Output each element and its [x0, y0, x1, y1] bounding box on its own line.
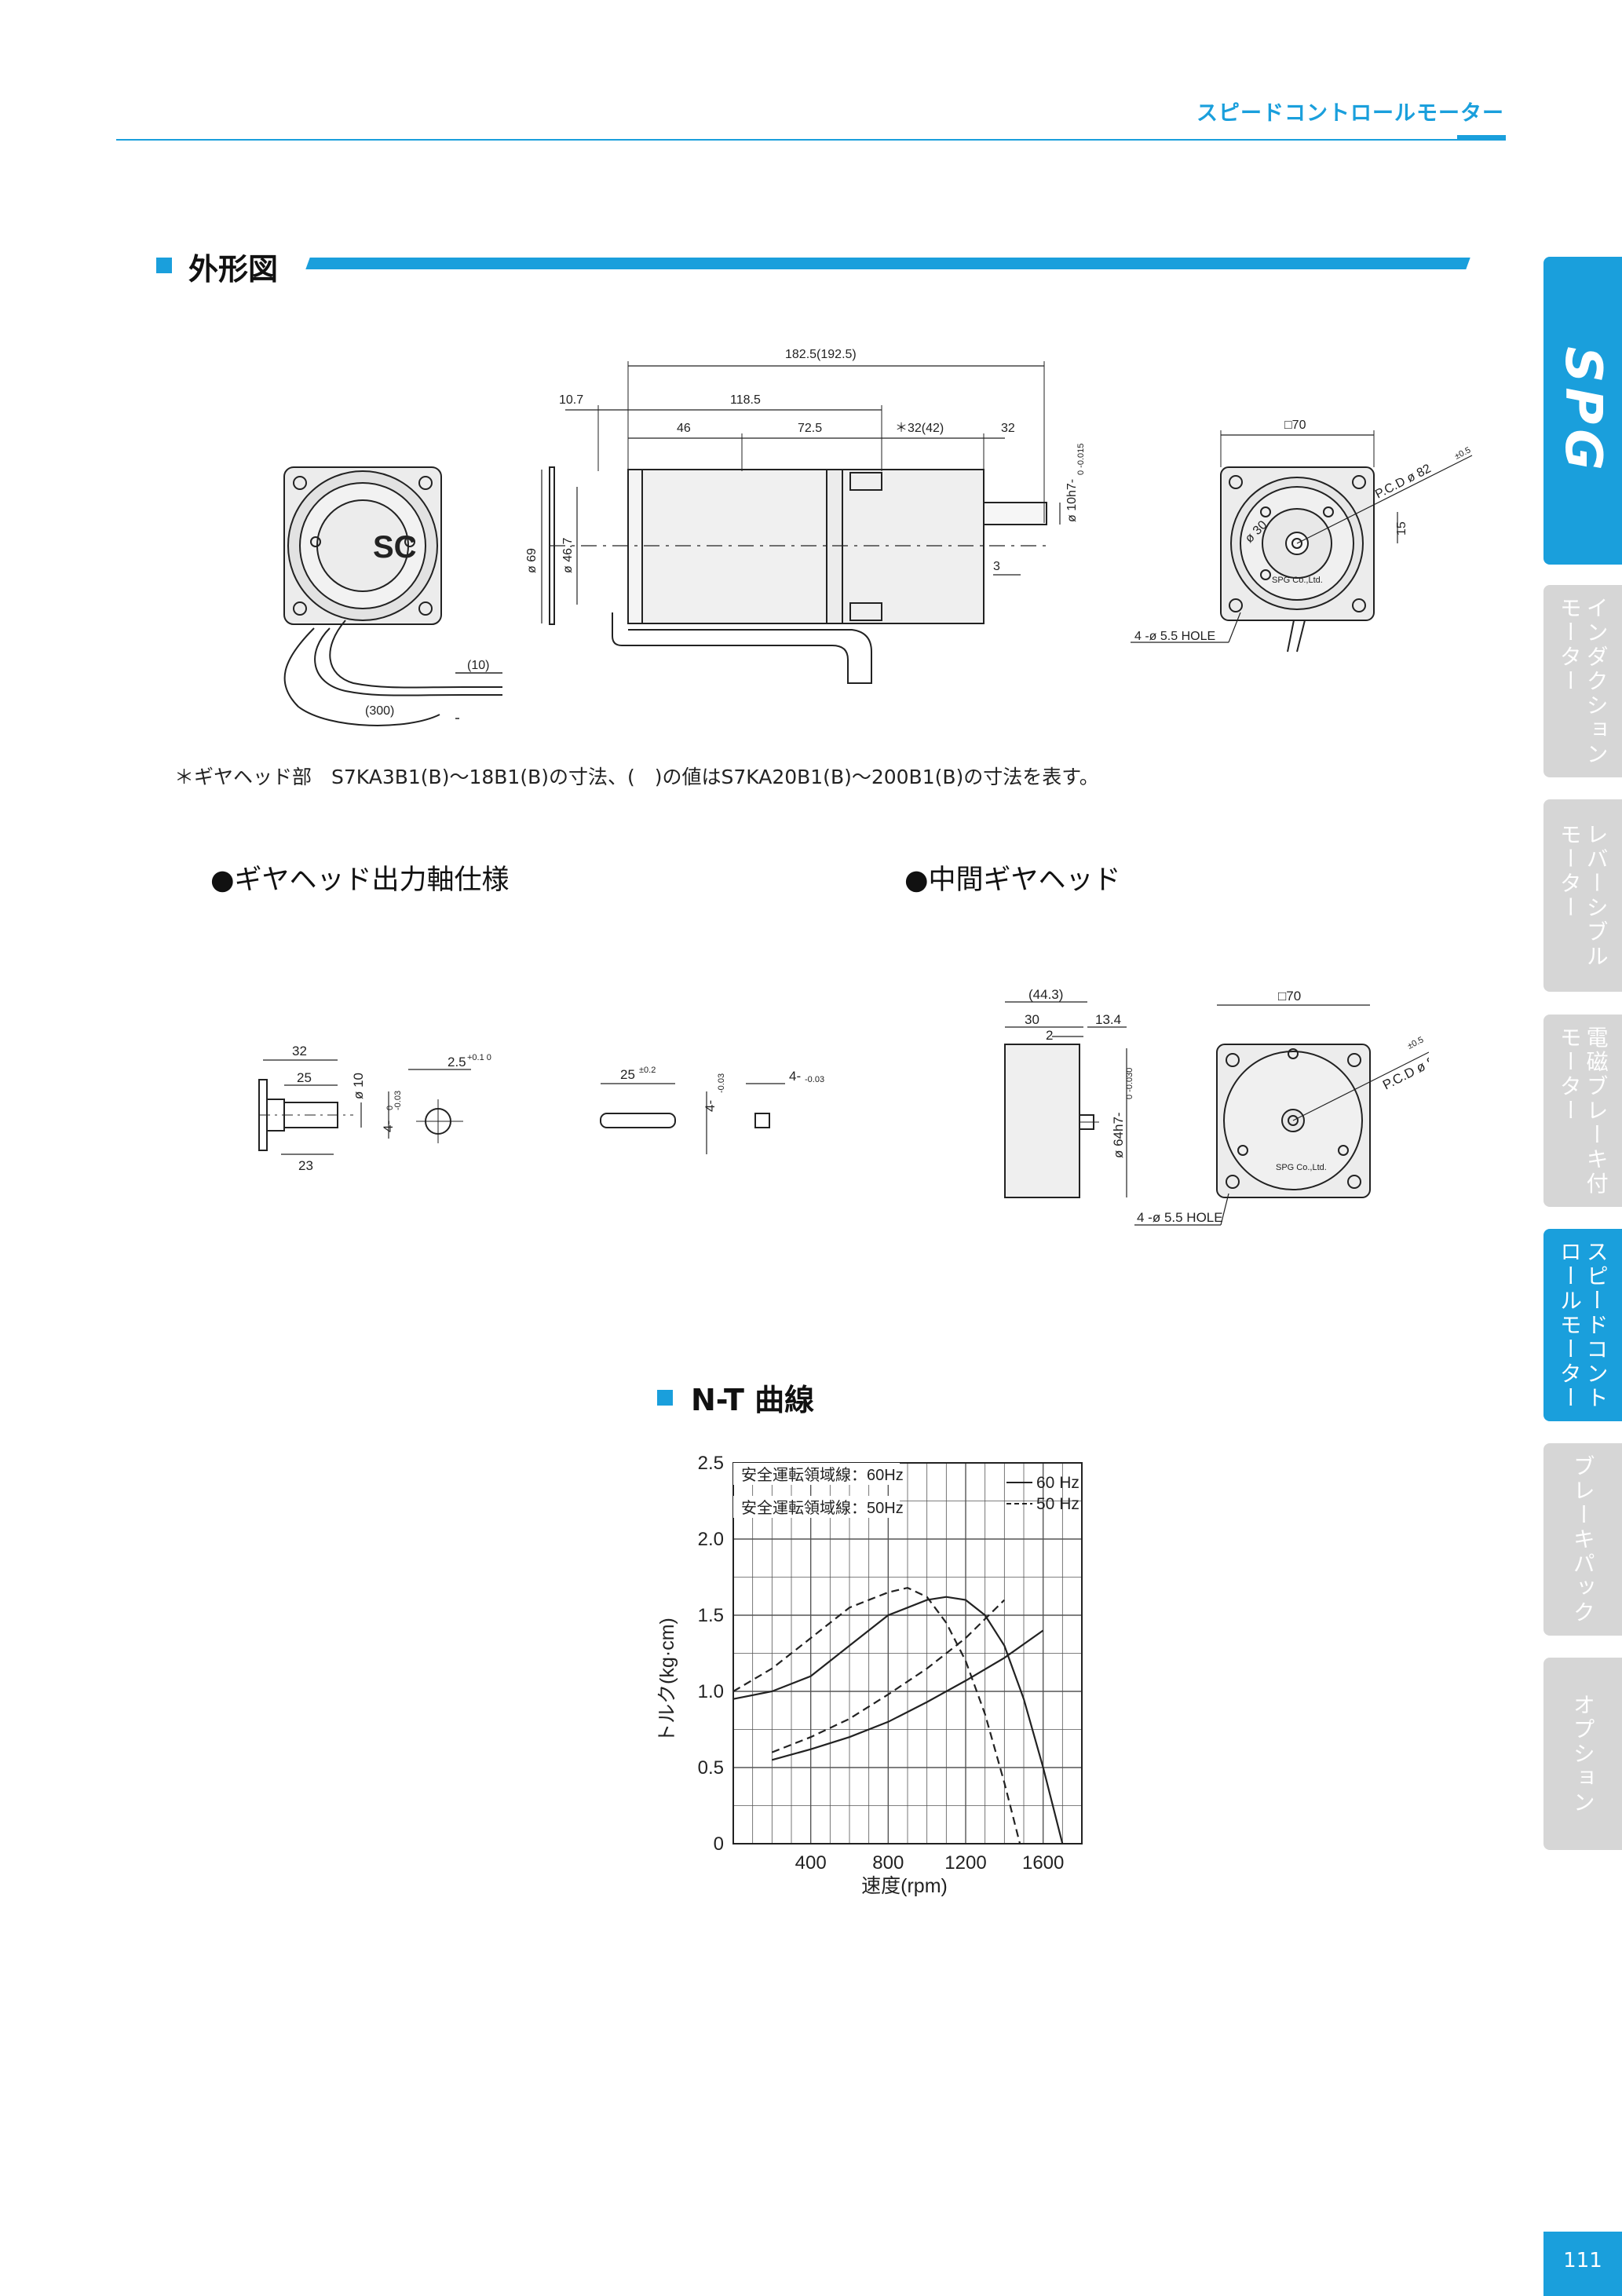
dim-46: 46 [677, 422, 691, 435]
page-number: 111 [1543, 2232, 1622, 2296]
section-bar [305, 258, 1470, 269]
y-tick-label: 0 [714, 1834, 724, 1855]
header-rule [116, 139, 1506, 141]
x-tick-label: 1600 [1022, 1852, 1064, 1874]
shaft-key-tol2: -0.03 [393, 1091, 403, 1110]
dim-lead10: (10) [467, 659, 489, 672]
tab-brake[interactable]: 電磁ブレーキ付 モーター [1543, 1015, 1622, 1207]
dim-front-pcd: P.C.D ø 82 [1373, 462, 1433, 501]
dim-front-pcd-tol: ±0.5 [1453, 445, 1472, 461]
dim-front-hole: 4 -ø 5.5 HOLE [1134, 630, 1215, 643]
intermediate-drawing: (44.3) 30 13.4 2 ø 64h7- 0 -0.030 □70 P.… [1004, 987, 1429, 1226]
shaft-key25: 2.5 [448, 1055, 466, 1069]
int-maker: SPG Co.,Ltd. [1276, 1163, 1327, 1172]
y-tick-label: 2.0 [698, 1529, 724, 1550]
gearhead-note: ＊ギヤヘッド部 S7KA3B1(B)～18B1(B)の寸法、( )の値はS7KA… [174, 766, 1099, 788]
int-d30: 30 [1025, 1012, 1039, 1027]
tab-option[interactable]: オプション [1543, 1658, 1622, 1850]
int-pcd-tol: ±0.5 [1406, 1035, 1425, 1051]
tab-speed-control[interactable]: スピードコント ロールモーター [1543, 1229, 1622, 1421]
y-tick-label: 2.5 [698, 1453, 724, 1474]
dim-front-15: 15 [1395, 521, 1408, 536]
int-hole: 4 -ø 5.5 HOLE [1137, 1210, 1223, 1225]
shaft-d25: 25 [297, 1070, 312, 1085]
shaft-d23: 23 [298, 1158, 313, 1173]
sub-intermediate: ●中間ギヤヘッド [904, 865, 1121, 896]
int-d443: (44.3) [1028, 987, 1063, 1002]
int-d134: 13.4 [1095, 1012, 1121, 1027]
y-axis-label: トルク(kg·cm) [656, 1618, 678, 1743]
motor-side-view [541, 361, 1061, 684]
shaft-d32: 32 [292, 1044, 307, 1058]
main-outline-drawing: SC (10) (300) 182.5(192.5) 10.7 118.5 46… [283, 348, 1473, 726]
tab-brake-pack[interactable]: ブレーキパック [1543, 1443, 1622, 1636]
tab-induction[interactable]: インダクション モーター [1543, 585, 1622, 777]
y-tick-label: 1.0 [698, 1681, 724, 1702]
dim-shaft-tol: 0 -0.015 [1076, 444, 1086, 475]
series-line [771, 1599, 1006, 1753]
series-line [772, 1629, 1044, 1761]
x-tick-label: 800 [872, 1852, 904, 1874]
int-phi64-tol: 0 -0.030 [1125, 1068, 1134, 1099]
dim-lead300: (300) [365, 704, 394, 718]
annot-60hz: 安全運転領域線：60Hz [741, 1466, 904, 1484]
dim-front-sq: □70 [1284, 419, 1306, 432]
shaft-key25-tol: +0.1 0 [467, 1053, 491, 1062]
legend-50hz: 50 Hz [1036, 1495, 1080, 1513]
y-tick-label: 1.5 [698, 1605, 724, 1626]
x-tick-label: 400 [795, 1852, 827, 1874]
sc-logo: SC [373, 530, 417, 565]
series-line [732, 1596, 1064, 1844]
dim-1185: 118.5 [730, 393, 761, 407]
dim-total: 182.5(192.5) [785, 348, 857, 361]
key-width-tol: -0.03 [805, 1075, 824, 1084]
shaft-key4: 4- [381, 1121, 396, 1132]
legend-60hz: 60 Hz [1036, 1474, 1080, 1492]
key-width: 4- [789, 1069, 801, 1084]
plot-frame [732, 1462, 1083, 1844]
key-len-tol: ±0.2 [639, 1066, 656, 1075]
key-height-tol: -0.03 [717, 1073, 726, 1093]
key-len: 25 [620, 1067, 635, 1082]
y-tick-label: 0.5 [698, 1757, 724, 1779]
dim-3: 3 [993, 560, 1000, 573]
motor-face-view [283, 466, 502, 726]
nt-chart: 400 800 1200 1600 0 0.5 1.0 1.5 2.0 2.5 速度(rpm) ト… [656, 1453, 1083, 1897]
dim-phi467: ø 46.7 [561, 538, 575, 573]
shaft-phi10: ø 10 [351, 1073, 366, 1099]
dim-32-42: ＊32(42) [895, 422, 944, 435]
shaft-key-tol: 0 [385, 1106, 395, 1110]
shaft-spec-drawing: 32 25 23 ø 10 4- 0 -0.03 2.5 +0.1 0 25 ±… [258, 1044, 824, 1173]
section-marker [156, 258, 172, 273]
int-pcd: P.C.D ø 82 [1380, 1050, 1429, 1092]
dim-725: 72.5 [798, 422, 822, 435]
nt-marker [657, 1390, 673, 1406]
dim-shaft: ø 10h7- [1065, 479, 1079, 522]
dim-32: 32 [1001, 422, 1015, 435]
gearhead-front-view [1131, 430, 1473, 653]
int-d2: 2 [1046, 1028, 1053, 1043]
x-tick-label: 1200 [944, 1852, 986, 1874]
x-axis-label: 速度(rpm) [861, 1875, 948, 1897]
header-title: スピードコントロールモーター [1196, 101, 1504, 126]
section-title-nt: N-T 曲線 [691, 1383, 815, 1417]
header-accent [1457, 135, 1506, 141]
sub-output-shaft: ●ギヤヘッド出力軸仕様 [210, 865, 510, 896]
tab-spg[interactable]: SPG [1543, 257, 1622, 565]
int-sq: □70 [1278, 989, 1301, 1004]
dim-phi69: ø 69 [525, 548, 539, 573]
key-height: 4- [703, 1100, 718, 1112]
int-phi64: ø 64h7- [1111, 1112, 1126, 1158]
dim-107: 10.7 [559, 393, 583, 407]
series-line [732, 1586, 1021, 1844]
front-maker: SPG Co.,Ltd. [1272, 576, 1323, 585]
section-title-outline: 外形図 [188, 252, 279, 287]
annot-50hz: 安全運転領域線：50Hz [741, 1499, 904, 1517]
tab-reversible[interactable]: レバーシブル モーター [1543, 799, 1622, 992]
